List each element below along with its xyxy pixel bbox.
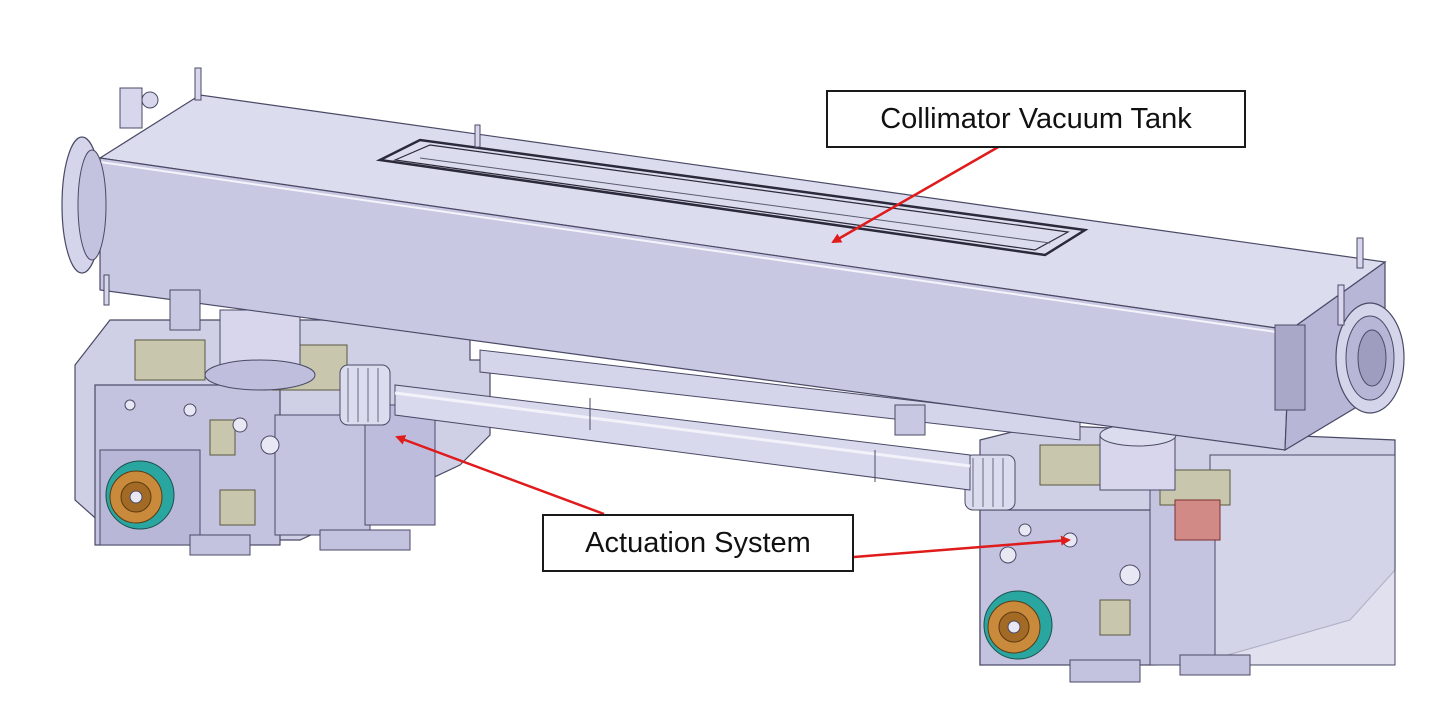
actuation-arrow-right <box>853 535 1071 559</box>
tank-arrow <box>831 144 1001 244</box>
left-actuation-housing <box>74 309 491 556</box>
connecting-shafts <box>394 349 1081 491</box>
collimator-vacuum-tank-label: Collimator Vacuum Tank <box>826 90 1246 148</box>
callout-arrows <box>395 144 1071 559</box>
actuation-arrow-left <box>395 435 605 516</box>
actuation-system-label: Actuation System <box>542 514 854 572</box>
right-actuation-housing <box>964 423 1396 683</box>
collimator-vacuum-tank <box>61 67 1405 452</box>
